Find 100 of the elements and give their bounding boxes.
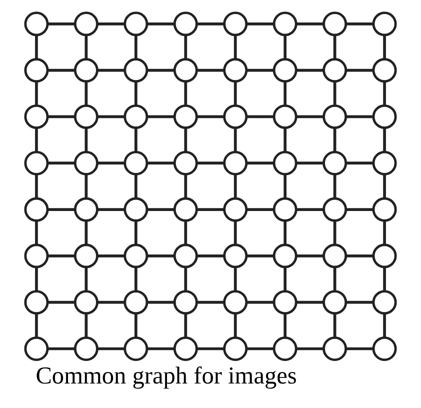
connector	[184, 174, 188, 198]
connector	[383, 174, 386, 198]
node-circle	[322, 12, 348, 36]
connector	[35, 314, 38, 338]
node-circle	[74, 244, 98, 268]
connector	[184, 314, 188, 338]
connector	[234, 35, 237, 59]
connector	[284, 35, 287, 59]
connector	[147, 347, 175, 350]
node-circle	[272, 244, 298, 268]
node-circle	[223, 290, 248, 315]
connector	[383, 128, 386, 152]
node-circle	[173, 104, 198, 129]
node-circle	[322, 244, 348, 268]
connector	[48, 347, 76, 350]
node-circle	[272, 104, 298, 129]
node-circle	[74, 336, 98, 362]
node-circle	[372, 104, 397, 129]
connector	[333, 35, 336, 59]
connector	[284, 314, 287, 338]
connector	[246, 162, 274, 165]
node-circle	[372, 197, 397, 222]
connector	[147, 68, 175, 72]
connector	[346, 22, 374, 26]
node-circle	[173, 290, 198, 315]
connector	[234, 314, 237, 338]
node-circle	[372, 12, 397, 36]
connector	[284, 174, 287, 198]
connector	[346, 254, 374, 258]
connector	[284, 82, 287, 106]
node-circle	[124, 150, 148, 176]
connector	[84, 128, 88, 152]
connector	[84, 314, 88, 338]
connector	[246, 208, 274, 211]
node-circle	[322, 290, 348, 315]
node-circle	[272, 12, 298, 36]
connector	[184, 35, 188, 59]
connector	[246, 300, 274, 304]
connector	[383, 267, 386, 292]
connector	[196, 254, 224, 258]
connector	[134, 314, 138, 338]
connector	[48, 68, 76, 72]
connector	[97, 300, 125, 304]
connector	[234, 128, 237, 152]
connector	[134, 267, 138, 292]
connector	[296, 162, 324, 165]
connector	[48, 115, 76, 118]
connector	[134, 128, 138, 152]
node-circle	[24, 336, 49, 362]
connector	[147, 300, 175, 304]
node-circle	[124, 104, 148, 129]
connector	[84, 35, 88, 59]
connector	[346, 300, 374, 304]
node-circle	[223, 244, 248, 268]
connector	[296, 208, 324, 211]
node-circle	[74, 197, 98, 222]
connector	[333, 128, 336, 152]
node-circle	[124, 197, 148, 222]
node-circle	[272, 58, 298, 83]
connector	[84, 174, 88, 198]
connector	[296, 22, 324, 26]
connector	[134, 174, 138, 198]
connector	[346, 162, 374, 165]
connector	[246, 22, 274, 26]
node-circle	[24, 58, 49, 83]
node-circle	[173, 150, 198, 176]
connector	[97, 115, 125, 118]
node-circle	[24, 150, 49, 176]
connector	[346, 115, 374, 118]
node-circle	[74, 290, 98, 315]
node-circle	[24, 104, 49, 129]
connector	[97, 347, 125, 350]
connector	[196, 208, 224, 211]
connector	[196, 115, 224, 118]
connector	[48, 254, 76, 258]
node-circle	[74, 150, 98, 176]
node-circle	[223, 150, 248, 176]
node-circle	[372, 244, 397, 268]
connector	[84, 267, 88, 292]
connector	[383, 220, 386, 245]
caption: Common graph for images	[36, 362, 297, 390]
connector	[184, 128, 188, 152]
connector	[97, 208, 125, 211]
connector	[284, 128, 287, 152]
node-circle	[272, 290, 298, 315]
connector	[134, 220, 138, 245]
connector	[97, 68, 125, 72]
connector	[346, 208, 374, 211]
node-circle	[124, 336, 148, 362]
connector	[35, 82, 38, 106]
node-circle	[173, 58, 198, 83]
connector	[48, 208, 76, 211]
node-circle	[24, 290, 49, 315]
node-circle	[124, 12, 148, 36]
node-circle	[173, 244, 198, 268]
node-circle	[223, 104, 248, 129]
connector	[284, 267, 287, 292]
node-circle	[24, 197, 49, 222]
connector	[333, 314, 336, 338]
node-circle	[322, 336, 348, 362]
